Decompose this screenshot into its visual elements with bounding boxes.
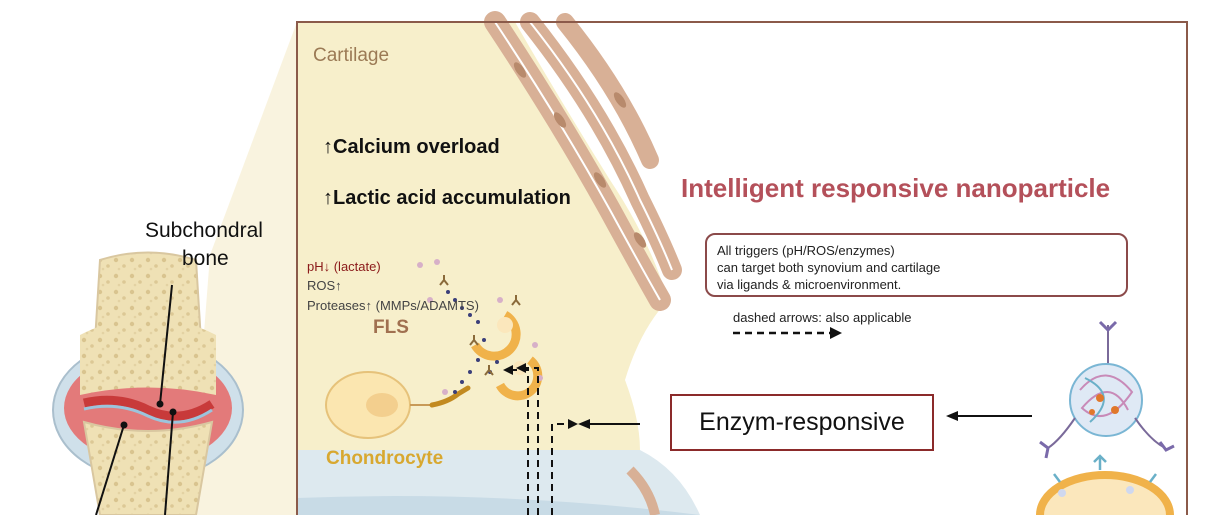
trigger-note-box: All triggers (pH/ROS/enzymes) can target…	[705, 233, 1128, 297]
up-arrow-icon: ↑	[323, 136, 333, 158]
trigger-proteases: Proteases↑ (MMPs/ADAMTS)	[307, 298, 479, 313]
finding-calcium: ↑Calcium overload	[323, 136, 500, 159]
chondrocyte-cell	[325, 371, 471, 439]
finding-text: Calcium overload	[333, 136, 500, 158]
finding-text: Lactic acid accumulation	[333, 187, 571, 209]
joint-space-red	[82, 395, 215, 421]
up-arrow-icon: ↑	[323, 187, 333, 209]
note-line: via ligands & microenvironment.	[717, 277, 902, 292]
cartilage-label: Cartilage	[313, 45, 390, 66]
trigger-ros: ROS↑	[307, 278, 342, 293]
femur-condyle	[80, 317, 216, 395]
dashed-arrow-1	[512, 369, 529, 515]
dashed-arrow-3	[551, 423, 568, 515]
note-line: can target both synovium and cartilage	[717, 260, 941, 275]
legend-text: dashed arrows: also applicable	[733, 310, 912, 325]
dashed-arrow-2	[525, 367, 539, 515]
subchondral-label-line2: bone	[182, 247, 229, 270]
fls-label: FLS	[373, 317, 409, 338]
subchondral-pointer	[159, 284, 173, 405]
cartilage-layer	[83, 404, 213, 424]
polymer-nanoparticle	[1039, 320, 1175, 459]
pointer-line-2	[164, 411, 174, 515]
subchondral-label-line1: Subchondral	[145, 219, 263, 242]
trigger-ph: pH↓ (lactate)	[307, 259, 381, 274]
tibia-bone	[82, 420, 214, 515]
panel-title: Intelligent responsive nanoparticle	[681, 173, 1111, 203]
dashed-arrows	[512, 367, 568, 515]
finding-lactic-acid: ↑Lactic acid accumulation	[323, 187, 571, 210]
enzyme-responsive-box: Enzym-responsive	[670, 394, 934, 451]
note-line: All triggers (pH/ROS/enzymes)	[717, 243, 895, 258]
muscle-tissue	[484, 11, 682, 515]
enzyme-responsive-label: Enzym-responsive	[699, 408, 905, 436]
pointer-line-1	[95, 424, 125, 515]
zoom-frame-border	[296, 21, 1188, 515]
chondrocyte-label: Chondrocyte	[326, 448, 444, 469]
liposome-nanoparticle	[1036, 454, 1174, 515]
knee-joint-inset	[52, 22, 297, 515]
